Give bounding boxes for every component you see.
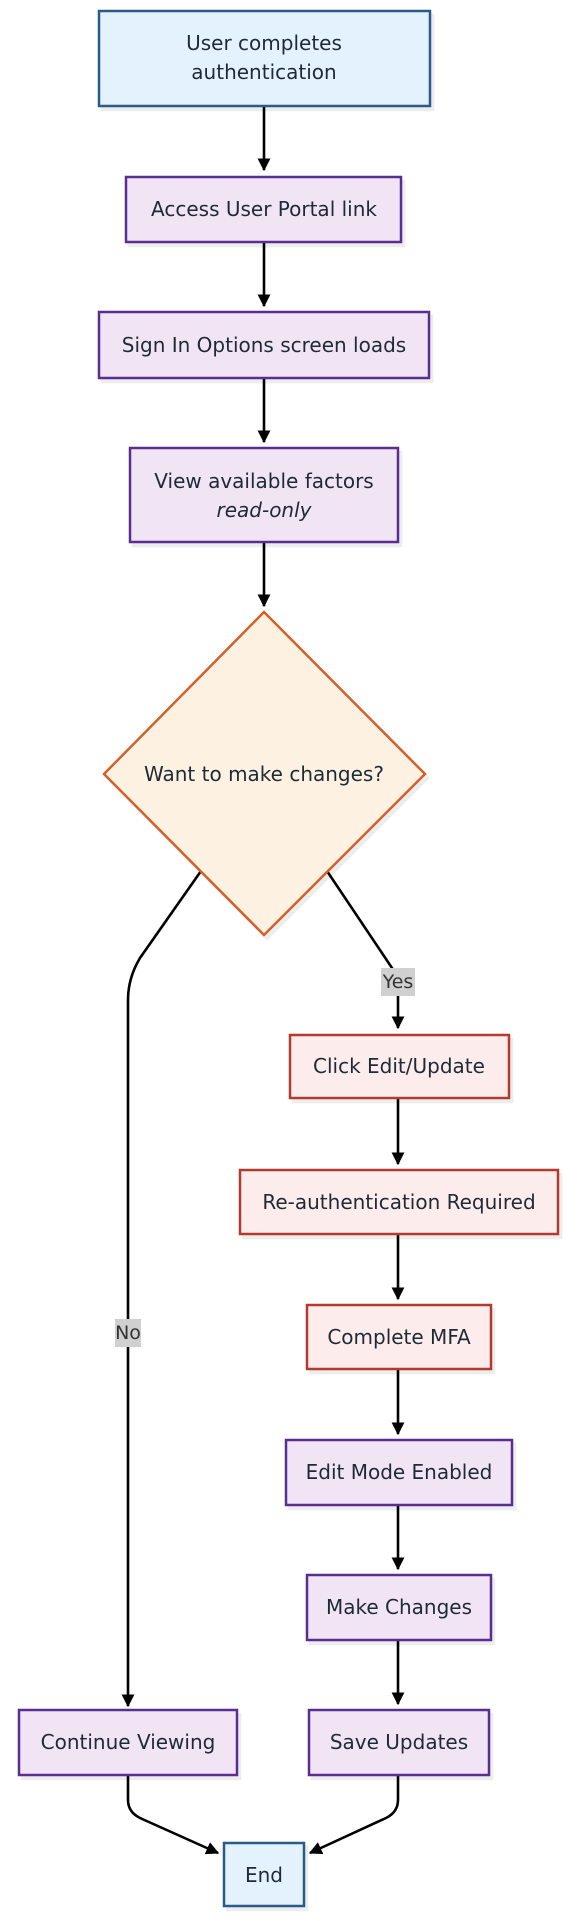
edge-label-no-text: No — [115, 1322, 141, 1344]
node-view-line2: read-only — [217, 498, 313, 522]
node-reauth: Re-authentication Required — [238, 1168, 560, 1236]
node-editmode-box — [284, 1438, 514, 1507]
node-save-box — [307, 1708, 491, 1777]
node-start: User completes authentication — [97, 9, 432, 108]
node-start-box — [97, 9, 432, 108]
node-signin-label: Sign In Options screen loads — [122, 333, 406, 357]
edge-label-no: No — [115, 1319, 141, 1347]
node-mfa: Complete MFA — [305, 1303, 493, 1371]
node-access: Access User Portal link — [124, 175, 403, 244]
node-mfa-box — [305, 1303, 493, 1371]
node-view-box — [128, 446, 400, 544]
node-make: Make Changes — [305, 1573, 493, 1642]
node-decision-diamond — [102, 610, 427, 937]
edge-continue-end — [126, 1775, 220, 1855]
node-edit-label: Click Edit/Update — [313, 1054, 485, 1078]
node-signin: Sign In Options screen loads — [97, 310, 431, 380]
edge-label-yes-text: Yes — [382, 971, 414, 993]
node-save: Save Updates — [307, 1708, 491, 1777]
node-access-label: Access User Portal link — [151, 197, 377, 221]
node-edit: Click Edit/Update — [288, 1033, 511, 1100]
node-mfa-label: Complete MFA — [327, 1325, 471, 1349]
node-editmode-label: Edit Mode Enabled — [306, 1460, 493, 1484]
node-end-label: End — [245, 1863, 283, 1887]
node-signin-box — [97, 310, 431, 380]
edge-decision-continue-no — [121, 870, 203, 1708]
edge-label-no-bg — [115, 1319, 141, 1347]
edge-label-yes: Yes — [381, 968, 415, 996]
node-access-box — [124, 175, 403, 244]
node-start-line2: authentication — [191, 60, 336, 84]
node-end: End — [222, 1841, 306, 1908]
node-end-box — [222, 1841, 306, 1908]
node-decision-label: Want to make changes? — [144, 762, 384, 786]
node-editmode: Edit Mode Enabled — [284, 1438, 514, 1507]
edge-label-yes-bg — [381, 968, 415, 996]
node-view: View available factors read-only — [128, 446, 400, 544]
node-save-label: Save Updates — [330, 1730, 468, 1754]
node-reauth-label: Re-authentication Required — [262, 1190, 535, 1214]
node-reauth-box — [238, 1168, 560, 1236]
node-make-box — [305, 1573, 493, 1642]
node-make-label: Make Changes — [326, 1595, 472, 1619]
edge-save-end — [308, 1775, 400, 1855]
node-edit-box — [288, 1033, 511, 1100]
edge-decision-edit-yes — [325, 870, 405, 1030]
node-start-line1: User completes — [186, 31, 342, 55]
node-decision: Want to make changes? — [102, 610, 427, 937]
node-continue: Continue Viewing — [17, 1708, 239, 1777]
node-continue-label: Continue Viewing — [41, 1730, 216, 1754]
node-view-line1: View available factors — [154, 469, 373, 493]
node-continue-box — [17, 1708, 239, 1777]
